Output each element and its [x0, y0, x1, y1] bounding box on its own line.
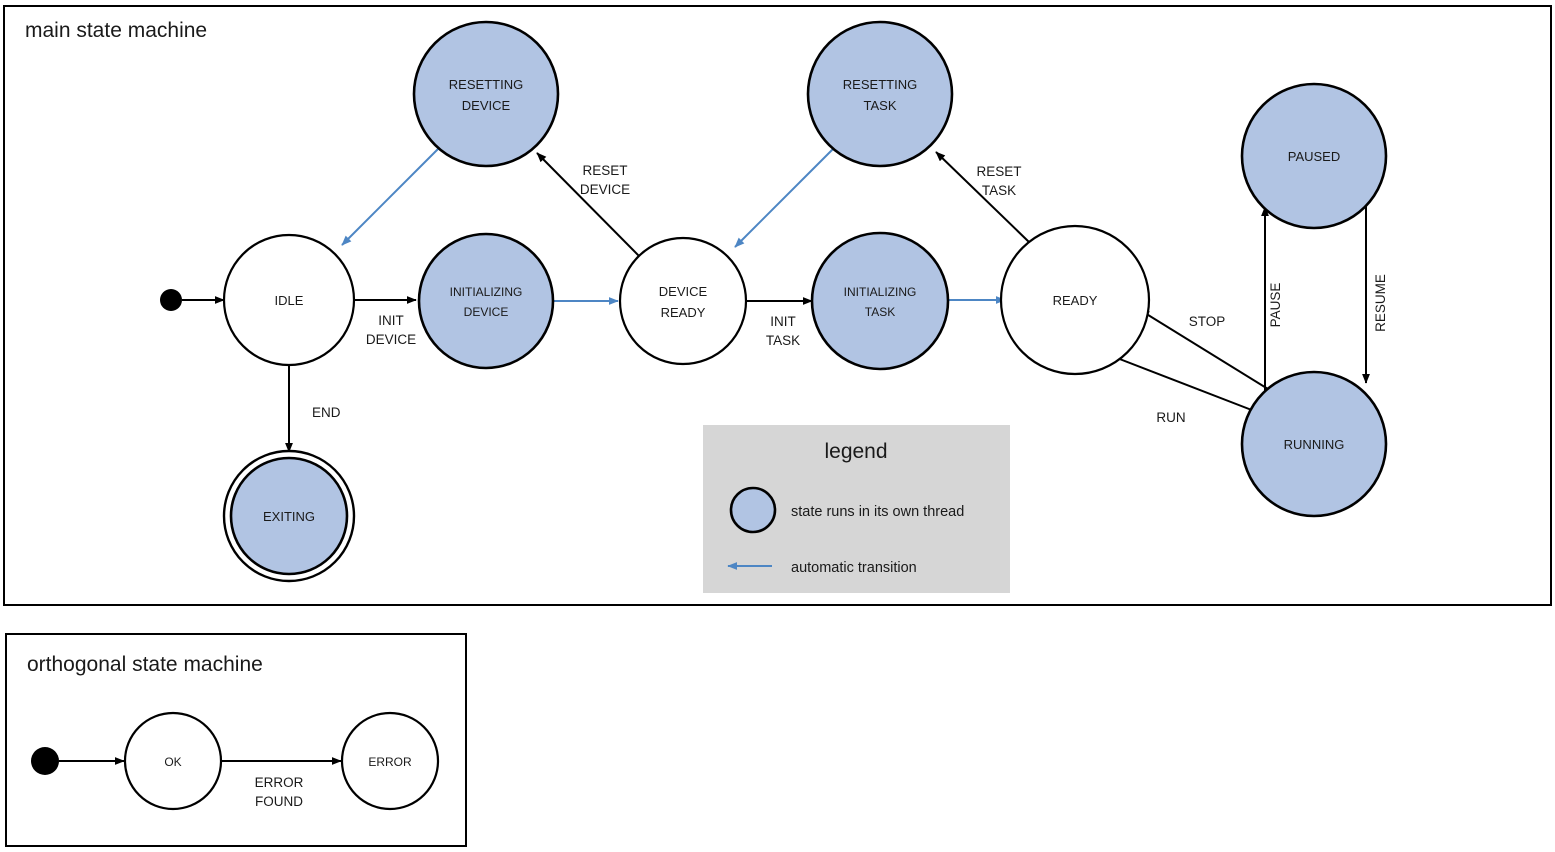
edge-label-line-1: FOUND	[255, 794, 303, 809]
edge-label-line-1: TASK	[982, 183, 1016, 198]
transition-resetting-device-idle	[341, 147, 440, 246]
state-initializing-task[interactable]: INITIALIZING TASK	[810, 231, 950, 371]
state-circle[interactable]	[618, 236, 748, 366]
edge-line	[935, 151, 1031, 244]
transition-resetting-task-device-ready	[734, 148, 834, 248]
state-device-ready[interactable]: DEVICE READY	[618, 236, 748, 366]
state-circle[interactable]	[340, 711, 440, 811]
transition-ready-running: RUN	[1116, 357, 1263, 425]
edge-label-line-0: RESET	[582, 163, 627, 178]
edge-label-line-0: RESET	[976, 164, 1021, 179]
state-label-line-1: TASK	[865, 305, 895, 319]
state-initializing-device[interactable]: INITIALIZING DEVICE	[417, 232, 555, 370]
state-label-line-0: OK	[164, 755, 181, 769]
state-resetting-device[interactable]: RESETTING DEVICE	[412, 20, 560, 168]
transition-ready-resetting-task: RESET TASK	[935, 151, 1031, 244]
state-circle[interactable]	[806, 20, 954, 168]
edge-label-line-1: TASK	[766, 333, 800, 348]
edge-line	[341, 147, 440, 246]
state-paused[interactable]: PAUSED	[1240, 82, 1388, 230]
transition-device-ready-initializing-task: INIT TASK	[746, 297, 813, 348]
transition-running-paused: PAUSE	[1261, 206, 1283, 400]
state-circle[interactable]	[229, 456, 349, 576]
state-label-line-1: DEVICE	[464, 305, 509, 319]
state-circle[interactable]	[810, 231, 950, 371]
transition-paused-running: RESUME	[1362, 205, 1388, 384]
orthogonal-frame-title: orthogonal state machine	[27, 653, 263, 676]
edge-label-line-0: INIT	[378, 313, 404, 328]
state-label-line-0: RESETTING	[449, 77, 523, 92]
state-exiting[interactable]: EXITING	[222, 449, 356, 583]
state-circle[interactable]	[1240, 82, 1388, 230]
state-circle[interactable]	[417, 232, 555, 370]
edge-label-line-0: RUN	[1156, 410, 1185, 425]
edge-label-line-1: DEVICE	[580, 182, 630, 197]
state-label-line-0: ERROR	[368, 755, 412, 769]
state-circle[interactable]	[412, 20, 560, 168]
state-idle[interactable]: IDLE	[222, 233, 356, 367]
edge-line	[734, 148, 834, 248]
edge-line	[1116, 357, 1263, 415]
state-label-line-1: TASK	[864, 98, 897, 113]
legend-item-0-text: state runs in its own thread	[791, 504, 964, 520]
state-label-line-0: IDLE	[275, 293, 304, 308]
edge-label-line-0: INIT	[770, 314, 796, 329]
orthogonal-state-error[interactable]: ERROR	[340, 711, 440, 811]
edge-label-line-0: ERROR	[255, 775, 304, 790]
legend: legend state runs in its own thread auto…	[703, 425, 1010, 593]
state-resetting-task[interactable]: RESETTING TASK	[806, 20, 954, 168]
legend-item-1-text: automatic transition	[791, 560, 917, 576]
state-circle[interactable]	[1240, 370, 1388, 518]
state-label-line-0: PAUSED	[1288, 149, 1341, 164]
state-label-line-0: RESETTING	[843, 77, 917, 92]
state-circle[interactable]	[999, 224, 1151, 376]
orthogonal-transition-start-ok	[31, 747, 125, 775]
orthogonal-transition-ok-error: ERROR FOUND	[222, 757, 342, 809]
state-label-line-0: DEVICE	[659, 284, 708, 299]
state-label-line-0: EXITING	[263, 509, 315, 524]
edge-label-line-0: STOP	[1189, 314, 1226, 329]
initial-state-dot	[160, 289, 182, 311]
edge-label-line-0: PAUSE	[1268, 283, 1283, 328]
initial-state-dot	[31, 747, 59, 775]
state-circle[interactable]	[222, 233, 356, 367]
state-label-line-0: INITIALIZING	[450, 285, 523, 299]
state-circle[interactable]	[123, 711, 223, 811]
orthogonal-state-ok[interactable]: OK	[123, 711, 223, 811]
state-label-line-0: READY	[1053, 293, 1098, 308]
state-label-line-0: INITIALIZING	[844, 285, 917, 299]
state-running[interactable]: RUNNING	[1240, 370, 1388, 518]
transition-idle-exiting: END	[285, 365, 341, 453]
edge-line	[536, 152, 642, 259]
edge-label-line-0: END	[312, 405, 341, 420]
transition-start-idle	[160, 289, 225, 311]
legend-title: legend	[824, 440, 887, 463]
state-label-line-0: RUNNING	[1284, 437, 1345, 452]
state-ready[interactable]: READY	[999, 224, 1151, 376]
transition-device-ready-resetting-device: RESET DEVICE	[536, 152, 642, 259]
main-frame-title: main state machine	[25, 19, 207, 42]
transition-idle-initializing-device: INIT DEVICE	[355, 296, 417, 347]
edge-label-line-1: DEVICE	[366, 332, 416, 347]
edge-label-line-0: RESUME	[1373, 274, 1388, 332]
state-label-line-1: DEVICE	[462, 98, 511, 113]
transition-running-ready: STOP	[1139, 309, 1269, 390]
edge-line	[1139, 309, 1269, 390]
legend-thread-swatch-icon	[729, 486, 777, 534]
state-label-line-1: READY	[661, 305, 706, 320]
